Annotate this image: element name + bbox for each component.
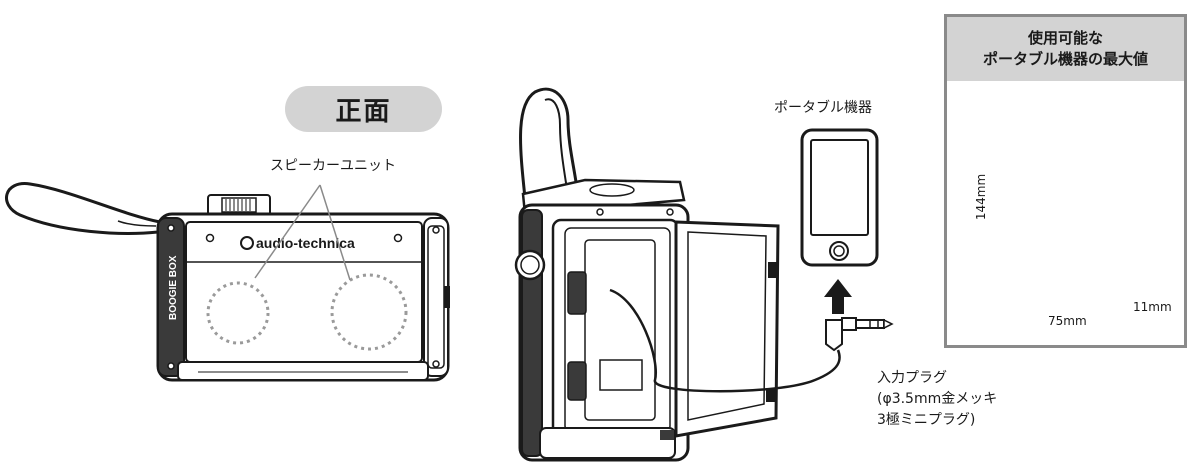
side-brand-text: BOOGIE BOX <box>168 255 179 320</box>
max-size-panel: 使用可能な ポータブル機器の最大値 <box>944 14 1187 348</box>
max-size-title-line1: 使用可能な <box>1027 29 1103 47</box>
input-plug-line1: 入力プラグ <box>877 370 947 386</box>
arrow-up-icon <box>824 279 852 314</box>
width-dimension-label: 75mm <box>1048 314 1087 328</box>
front-view-label: 正面 <box>335 96 392 127</box>
max-size-title-line2: ポータブル機器の最大値 <box>982 50 1148 68</box>
audio-cable <box>609 288 894 393</box>
front-view-badge: 正面 <box>285 86 442 132</box>
input-plug-label: 入力プラグ (φ3.5mm金メッキ 3極ミニプラグ) <box>877 368 997 431</box>
speaker-unit-label: スピーカーユニット <box>270 158 396 174</box>
portable-device-illustration <box>800 128 879 267</box>
home-button-icon <box>829 241 849 261</box>
open-speaker-illustration <box>514 87 780 462</box>
input-plug-line3: 3極ミニプラグ) <box>877 412 976 428</box>
portable-device-label: ポータブル機器 <box>774 100 872 116</box>
front-speaker-illustration: audio-technica BOOGIE BOX <box>5 182 450 382</box>
height-dimension-label: 144mm <box>974 173 989 221</box>
speaker-leader-line-left <box>254 184 321 279</box>
depth-dimension-label: 11mm <box>1133 300 1172 314</box>
input-plug-line2: (φ3.5mm金メッキ <box>877 391 998 407</box>
brand-logo-icon <box>240 236 254 250</box>
speaker-unit-left <box>206 281 270 345</box>
brand-logo-text: audio-technica <box>256 235 355 251</box>
max-size-panel-header: 使用可能な ポータブル機器の最大値 <box>947 17 1184 81</box>
speaker-unit-right <box>330 273 408 351</box>
mini-plug-icon <box>825 319 843 352</box>
speaker-leader-line-right <box>319 184 351 281</box>
